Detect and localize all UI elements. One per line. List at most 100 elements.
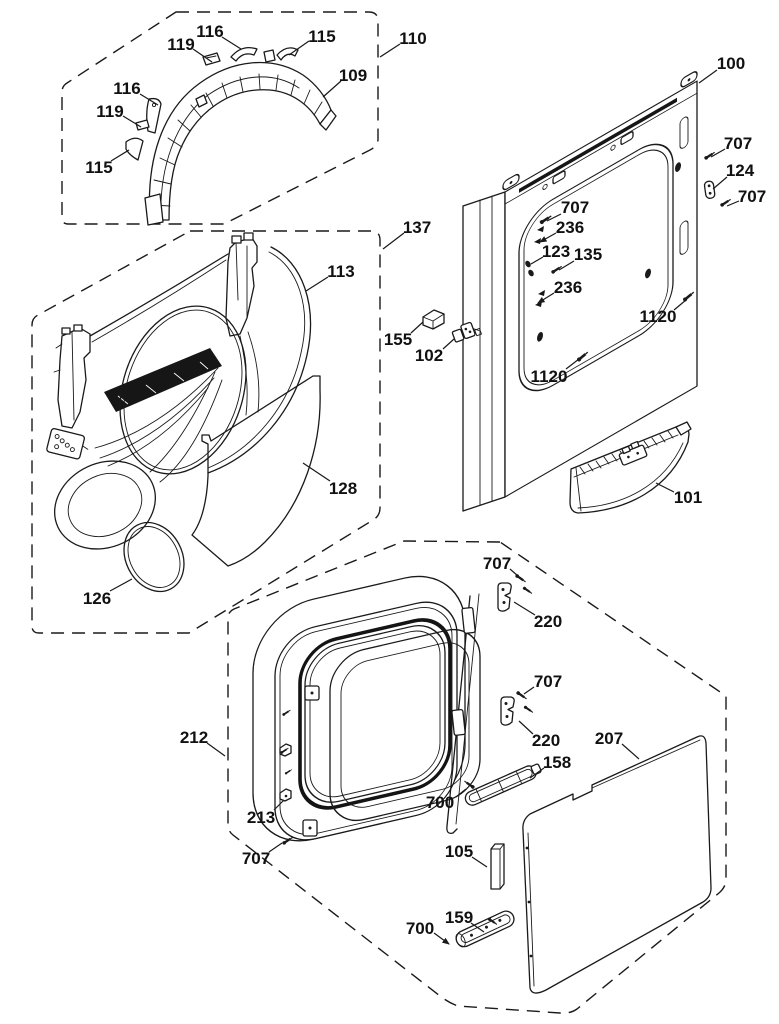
leader-line bbox=[379, 43, 401, 58]
part-label-116-5: 116 bbox=[113, 79, 140, 98]
leader-line bbox=[513, 601, 536, 616]
leader-line bbox=[382, 232, 405, 250]
part-label-124-14: 124 bbox=[726, 161, 755, 180]
leader-line bbox=[410, 321, 424, 334]
part-label-212-38: 212 bbox=[180, 728, 208, 747]
part-label-155-22: 155 bbox=[384, 330, 412, 349]
part-label-105-34: 105 bbox=[445, 842, 473, 861]
part-102-door-switch bbox=[451, 321, 482, 343]
leader-line bbox=[537, 292, 555, 304]
part-label-123-18: 123 bbox=[542, 242, 570, 261]
part-label-236-17: 236 bbox=[556, 218, 584, 237]
part-label-707-16: 707 bbox=[561, 198, 589, 217]
leader-line bbox=[712, 176, 728, 190]
leader-line bbox=[565, 358, 580, 370]
part-label-135-19: 135 bbox=[574, 245, 602, 264]
leader-line bbox=[122, 115, 142, 128]
part-label-220-29: 220 bbox=[532, 731, 560, 750]
part-label-100-12: 100 bbox=[717, 54, 745, 73]
leader-line bbox=[530, 256, 544, 265]
part-116-clip-left bbox=[146, 97, 162, 134]
part-220-hinge bbox=[497, 582, 512, 612]
leader-line bbox=[139, 93, 159, 106]
part-220-hinge bbox=[500, 696, 515, 726]
part-label-158-30: 158 bbox=[543, 753, 571, 772]
part-bulkhead-assembly bbox=[46, 232, 260, 550]
leader-line bbox=[523, 686, 535, 695]
part-label-236-20: 236 bbox=[554, 278, 582, 297]
part-label-128-10: 128 bbox=[329, 479, 357, 498]
leader-line bbox=[539, 232, 557, 243]
part-707-screw bbox=[514, 689, 529, 702]
part-label-707-35: 707 bbox=[242, 849, 270, 868]
part-label-707-26: 707 bbox=[483, 554, 511, 573]
part-label-119-1: 119 bbox=[167, 35, 194, 54]
leader-line bbox=[698, 69, 718, 84]
part-door-assembly bbox=[252, 572, 712, 994]
leader-line bbox=[470, 922, 485, 933]
leader-line bbox=[288, 40, 310, 56]
part-159-catch bbox=[455, 910, 515, 948]
leader-line bbox=[655, 482, 675, 493]
part-123-holes bbox=[525, 260, 531, 268]
leader-line bbox=[302, 462, 331, 482]
part-116-clip-top bbox=[230, 46, 258, 62]
leader-line bbox=[710, 148, 726, 158]
part-128-felt-seal bbox=[191, 375, 321, 567]
part-label-707-15: 707 bbox=[738, 187, 766, 206]
part-113-door-seal bbox=[119, 246, 312, 475]
part-155-clip bbox=[422, 309, 445, 330]
part-label-113-9: 113 bbox=[327, 262, 354, 281]
leader-line bbox=[109, 578, 133, 592]
part-label-207-32: 207 bbox=[595, 729, 623, 748]
part-label-115-2: 115 bbox=[308, 27, 335, 46]
leader-line bbox=[273, 799, 285, 811]
leader-line bbox=[529, 767, 545, 779]
region-outlines bbox=[31, 11, 727, 1014]
part-label-110-3: 110 bbox=[399, 29, 426, 48]
part-label-700-31: 700 bbox=[426, 793, 454, 812]
part-158-handle bbox=[464, 763, 542, 806]
leader-line bbox=[192, 48, 213, 63]
part-label-1120-21: 1120 bbox=[640, 307, 677, 326]
door-window-seal bbox=[298, 618, 452, 810]
part-label-1120-24: 1120 bbox=[531, 367, 568, 386]
leader-line bbox=[110, 149, 130, 162]
leader-line bbox=[726, 200, 740, 207]
leader-line bbox=[442, 338, 455, 350]
part-207-outer-door-panel bbox=[522, 735, 712, 994]
leader-line bbox=[322, 80, 342, 98]
part-707-screw bbox=[718, 196, 733, 209]
leader-line bbox=[518, 720, 534, 735]
part-label-115-7: 115 bbox=[85, 158, 112, 177]
part-115-clip-top bbox=[276, 47, 299, 61]
leader-line bbox=[455, 788, 467, 798]
part-124-hinge-plate bbox=[703, 180, 716, 199]
leader-line bbox=[221, 36, 242, 50]
part-119-clip-left bbox=[135, 119, 150, 131]
part-101-toe-panel bbox=[569, 421, 692, 514]
region-137-outline bbox=[31, 230, 381, 634]
part-label-102-23: 102 bbox=[415, 346, 443, 365]
door-glass bbox=[329, 628, 481, 822]
part-label-707-28: 707 bbox=[534, 672, 562, 691]
part-126-seal-ring bbox=[123, 521, 185, 593]
part-119-clip-top bbox=[202, 52, 221, 66]
leader-line bbox=[268, 842, 283, 853]
leader-line bbox=[471, 856, 488, 868]
part-label-220-27: 220 bbox=[534, 612, 562, 631]
part-label-213-33: 213 bbox=[247, 808, 275, 827]
part-label-119-6: 119 bbox=[96, 102, 123, 121]
leader-line bbox=[206, 742, 226, 757]
leader-line bbox=[673, 299, 687, 311]
part-label-700-37: 700 bbox=[406, 919, 434, 938]
part-100-front-panel bbox=[462, 71, 733, 512]
door-inner-panel bbox=[274, 601, 458, 841]
part-109-arch bbox=[144, 49, 337, 226]
part-label-101-25: 101 bbox=[674, 488, 702, 507]
terminal-connector bbox=[46, 427, 89, 460]
part-label-707-13: 707 bbox=[724, 134, 752, 153]
